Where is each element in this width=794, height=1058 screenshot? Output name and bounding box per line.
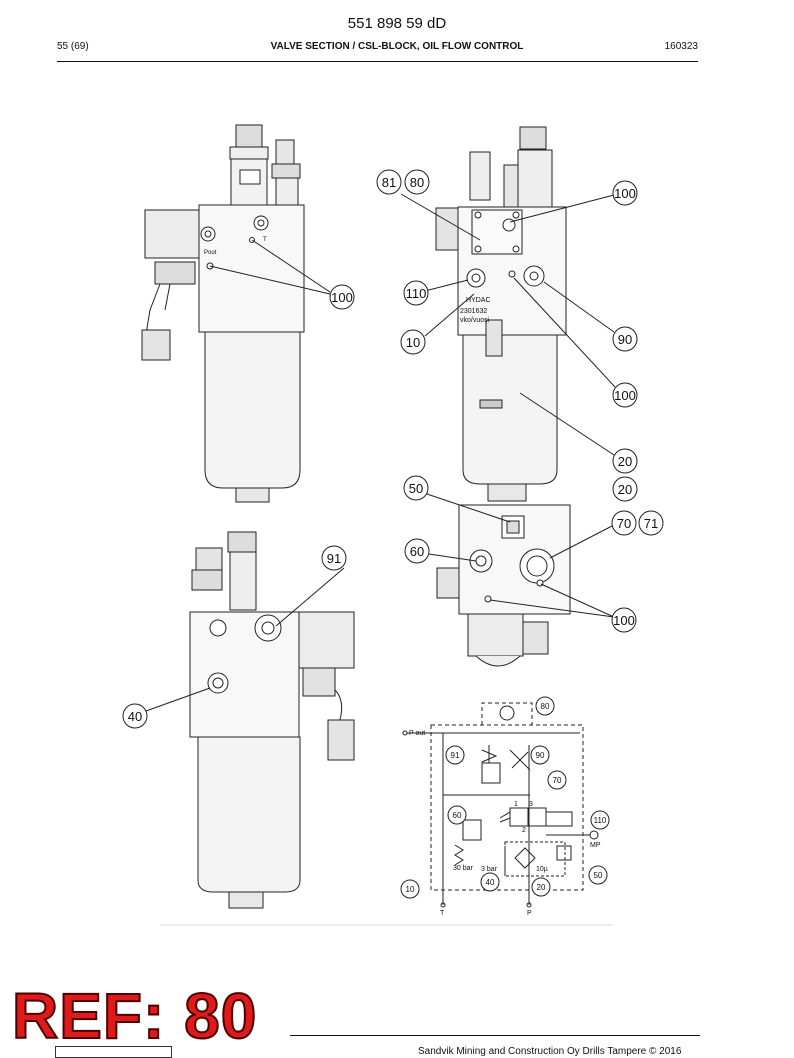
valve-view-side bbox=[436, 504, 571, 667]
callout-100: 100 bbox=[613, 613, 635, 628]
callout-100: 100 bbox=[331, 290, 353, 305]
doc-number: 551 898 59 dD bbox=[347, 15, 447, 32]
callout-20: 20 bbox=[618, 482, 632, 497]
valve-view-front-right: HYDAC 2301632 vko/vuosi bbox=[435, 126, 567, 502]
callout-bubbles bbox=[122, 169, 664, 729]
callout-70: 70 bbox=[617, 516, 631, 531]
callout-90: 90 bbox=[618, 332, 632, 347]
week-year-label: vko/vuosi bbox=[460, 317, 490, 324]
page-number: 55 (69) bbox=[57, 41, 89, 52]
part-number-label: 2301632 bbox=[460, 308, 487, 315]
brand-label: HYDAC bbox=[466, 297, 491, 304]
schematic-30bar-label: 30 bar bbox=[453, 865, 474, 872]
schematic-mp-label: MP bbox=[590, 842, 601, 849]
section-title: VALVE SECTION / CSL-BLOCK, OIL FLOW CONT… bbox=[270, 41, 524, 52]
schematic-port3-label: 3 bbox=[529, 801, 533, 808]
callout-71: 71 bbox=[644, 516, 658, 531]
schematic-callout-80: 80 bbox=[541, 702, 550, 711]
doc-date: 160323 bbox=[664, 41, 698, 52]
schematic-t-label: T bbox=[440, 910, 445, 917]
schematic-port1-label: 1 bbox=[514, 801, 518, 808]
valve-view-rear bbox=[189, 531, 355, 909]
schematic-callout-50: 50 bbox=[594, 871, 603, 880]
ref-stamp: REF: 80 bbox=[11, 980, 258, 1052]
port-pout-label: Pout bbox=[204, 250, 217, 256]
callout-20: 20 bbox=[618, 454, 632, 469]
schematic-callout-90: 90 bbox=[536, 751, 545, 760]
schematic-p-label: P bbox=[527, 910, 532, 917]
header-rule bbox=[57, 61, 698, 62]
schematic-pout-label: P out bbox=[409, 730, 425, 737]
schematic-callout-110: 110 bbox=[594, 816, 607, 825]
footer-logo bbox=[55, 1046, 172, 1058]
schematic-callout-91: 91 bbox=[451, 751, 460, 760]
callout-50: 50 bbox=[409, 481, 423, 496]
callout-numbers: 81 80 100 100 110 10 90 100 20 20 50 70 … bbox=[128, 175, 658, 724]
schematic-callout-20: 20 bbox=[537, 883, 546, 892]
callout-40: 40 bbox=[128, 709, 142, 724]
callout-91: 91 bbox=[327, 551, 341, 566]
callout-80: 80 bbox=[410, 175, 424, 190]
footer-copyright: Sandvik Mining and Construction Oy Drill… bbox=[418, 1046, 682, 1057]
callout-10: 10 bbox=[406, 335, 420, 350]
schematic-callout-10: 10 bbox=[406, 885, 415, 894]
valve-view-front-left bbox=[141, 124, 331, 815]
callout-81: 81 bbox=[382, 175, 396, 190]
callout-100: 100 bbox=[614, 388, 636, 403]
port-t-label: T bbox=[263, 237, 267, 243]
schematic-3bar-label: 3 bar bbox=[481, 866, 498, 873]
schematic-callout-70: 70 bbox=[553, 776, 562, 785]
callout-60: 60 bbox=[410, 544, 424, 559]
schematic-callout-40: 40 bbox=[486, 878, 495, 887]
schematic-filter-label: 10µ bbox=[536, 866, 548, 873]
footer-rule bbox=[290, 1035, 700, 1036]
callout-100: 100 bbox=[614, 186, 636, 201]
callout-110: 110 bbox=[406, 286, 427, 301]
hydraulic-schematic bbox=[400, 696, 610, 908]
schematic-callout-60: 60 bbox=[453, 811, 462, 820]
schematic-port2-label: 2 bbox=[522, 827, 526, 834]
